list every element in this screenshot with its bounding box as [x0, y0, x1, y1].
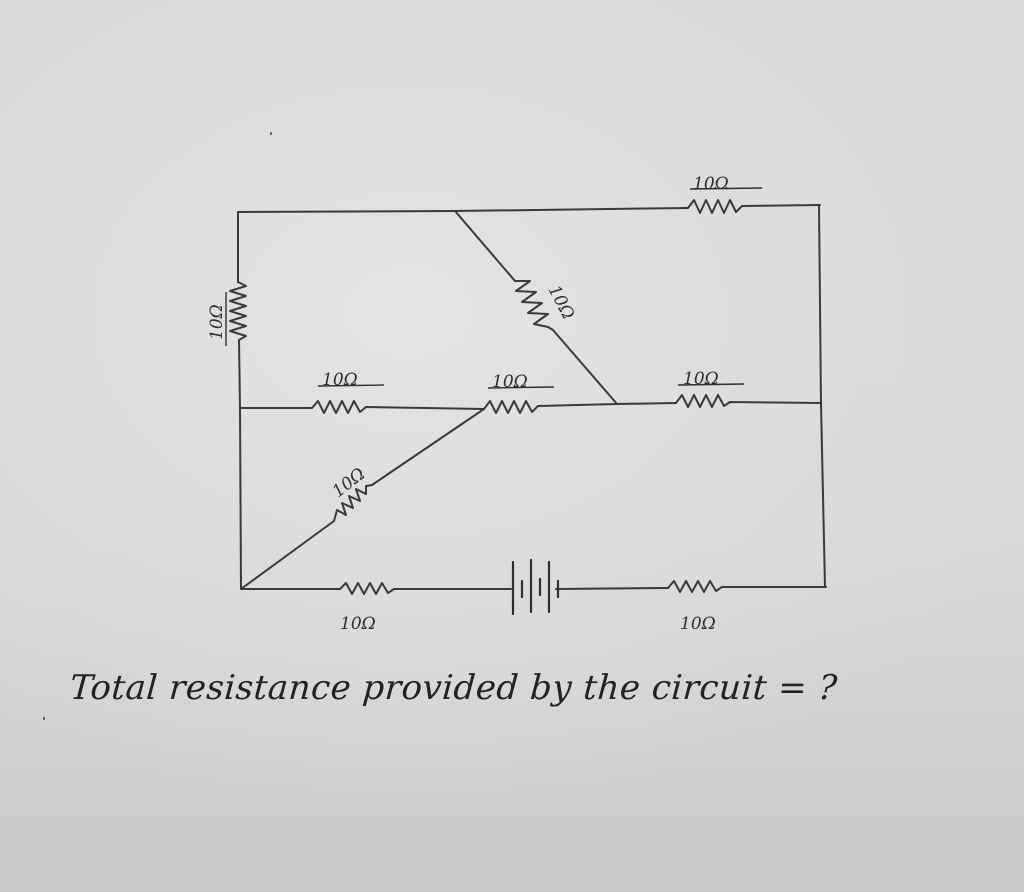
svg-text:10Ω: 10Ω: [322, 370, 358, 390]
svg-text:10Ω: 10Ω: [544, 282, 578, 323]
paper-speck: [43, 717, 45, 720]
label-mid-center: 10Ω: [487, 372, 555, 392]
svg-text:10Ω: 10Ω: [693, 174, 729, 194]
resistor-diag-lower: [333, 484, 373, 522]
resistor-mid-right: [675, 394, 822, 408]
label-mid-left: 10Ω: [317, 370, 385, 390]
label-mid-right: 10Ω: [677, 369, 745, 389]
question-text: Total resistance provided by the circuit…: [68, 668, 839, 708]
bottom-wire: [240, 580, 827, 595]
resistor-left-vertical: [229, 281, 247, 341]
svg-text:10Ω: 10Ω: [492, 372, 528, 392]
label-bottom-right: 10Ω: [680, 614, 716, 634]
resistor-bottom-left: [339, 582, 512, 595]
top-wire: [237, 199, 821, 214]
left-wire: [229, 211, 247, 590]
resistor-diag-upper: [514, 280, 554, 331]
label-diag-upper: 10Ω: [544, 282, 578, 323]
paper-speck: [270, 132, 272, 135]
label-top-right: 10Ω: [689, 174, 763, 194]
svg-text:10Ω: 10Ω: [207, 304, 227, 340]
diagonal-upper: [454, 210, 618, 405]
right-wire: [818, 204, 826, 588]
label-bottom-left: 10Ω: [340, 614, 376, 634]
svg-text:10Ω: 10Ω: [340, 614, 376, 634]
resistor-mid-center: [483, 400, 618, 414]
middle-wire: [239, 394, 822, 414]
resistor-top-right: [687, 199, 821, 214]
diagonal-lower: [240, 408, 485, 590]
svg-text:10Ω: 10Ω: [683, 369, 719, 389]
resistor-bottom-right: [667, 580, 827, 593]
svg-text:10Ω: 10Ω: [680, 614, 716, 634]
battery: [511, 558, 560, 616]
label-left-vertical: 10Ω: [207, 304, 227, 340]
resistor-mid-left: [311, 400, 485, 414]
